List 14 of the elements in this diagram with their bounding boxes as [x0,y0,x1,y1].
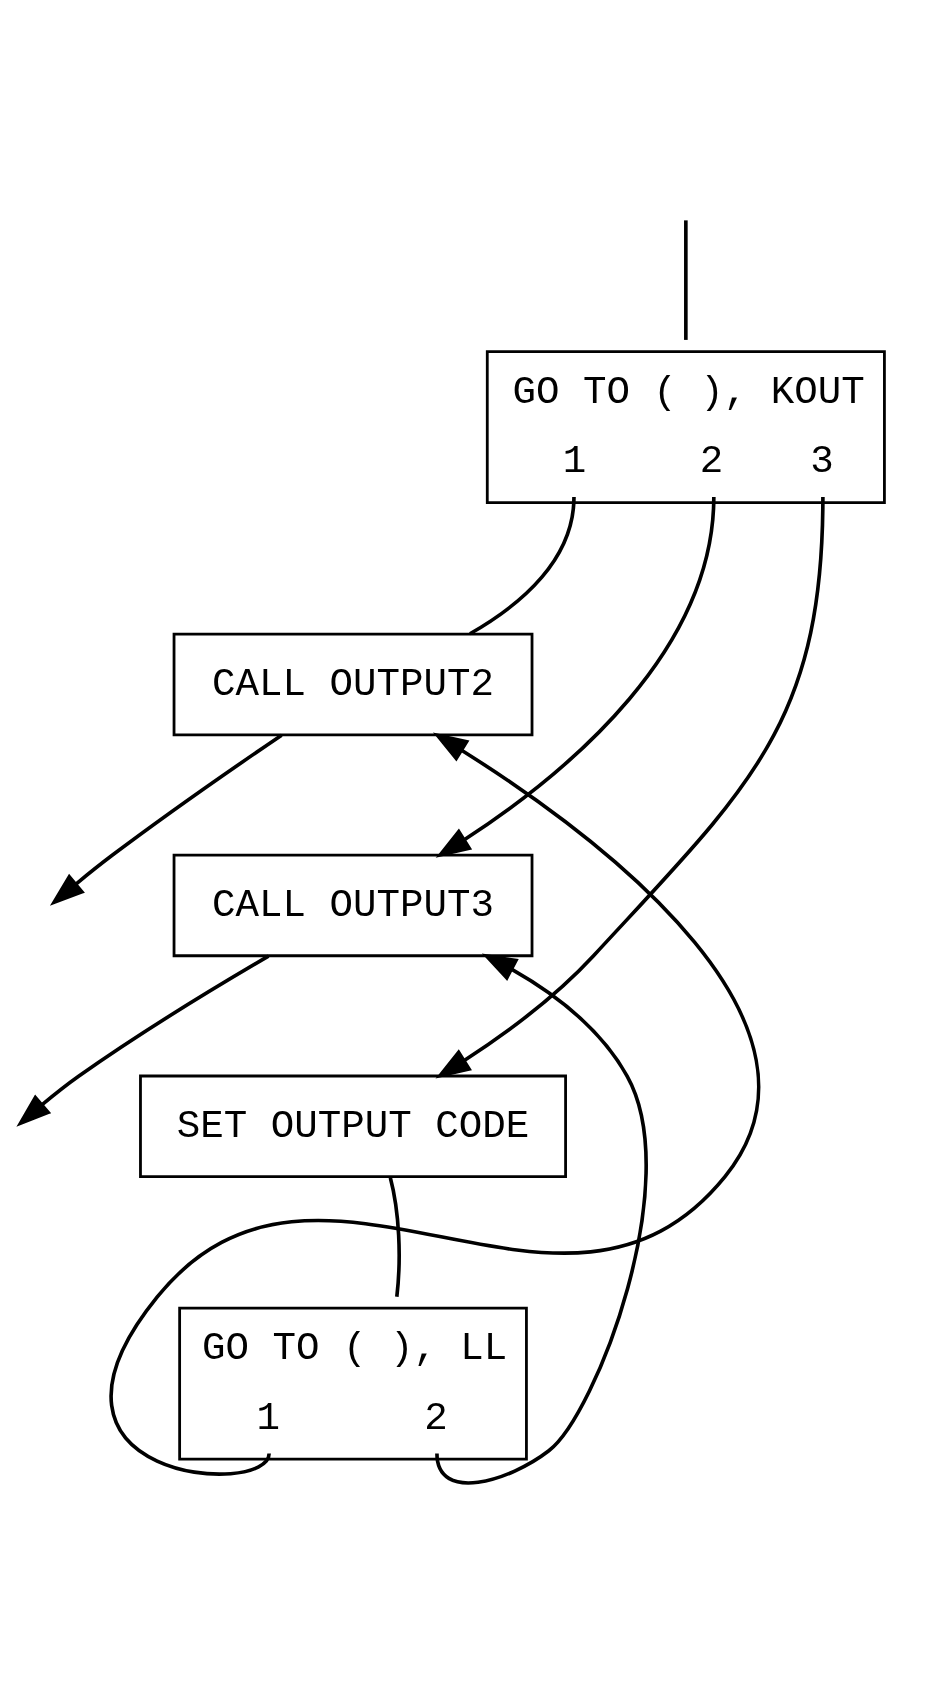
node-box: CALL OUTPUT2 [172,632,534,737]
node-box: CALL OUTPUT3 [172,853,534,958]
connector [469,496,576,636]
arrow [49,733,283,906]
arrow [16,954,270,1127]
node-box: SET OUTPUT CODE [139,1074,567,1179]
arrow [435,496,716,858]
connector [388,1177,401,1297]
connector [684,220,688,340]
arrow [435,953,648,1485]
arrow [435,497,825,1079]
node-box: GO TO ( ), KOUT 1 2 3 [485,350,886,505]
arrow [110,732,760,1476]
node-box: GO TO ( ), LL 1 2 [178,1306,528,1461]
